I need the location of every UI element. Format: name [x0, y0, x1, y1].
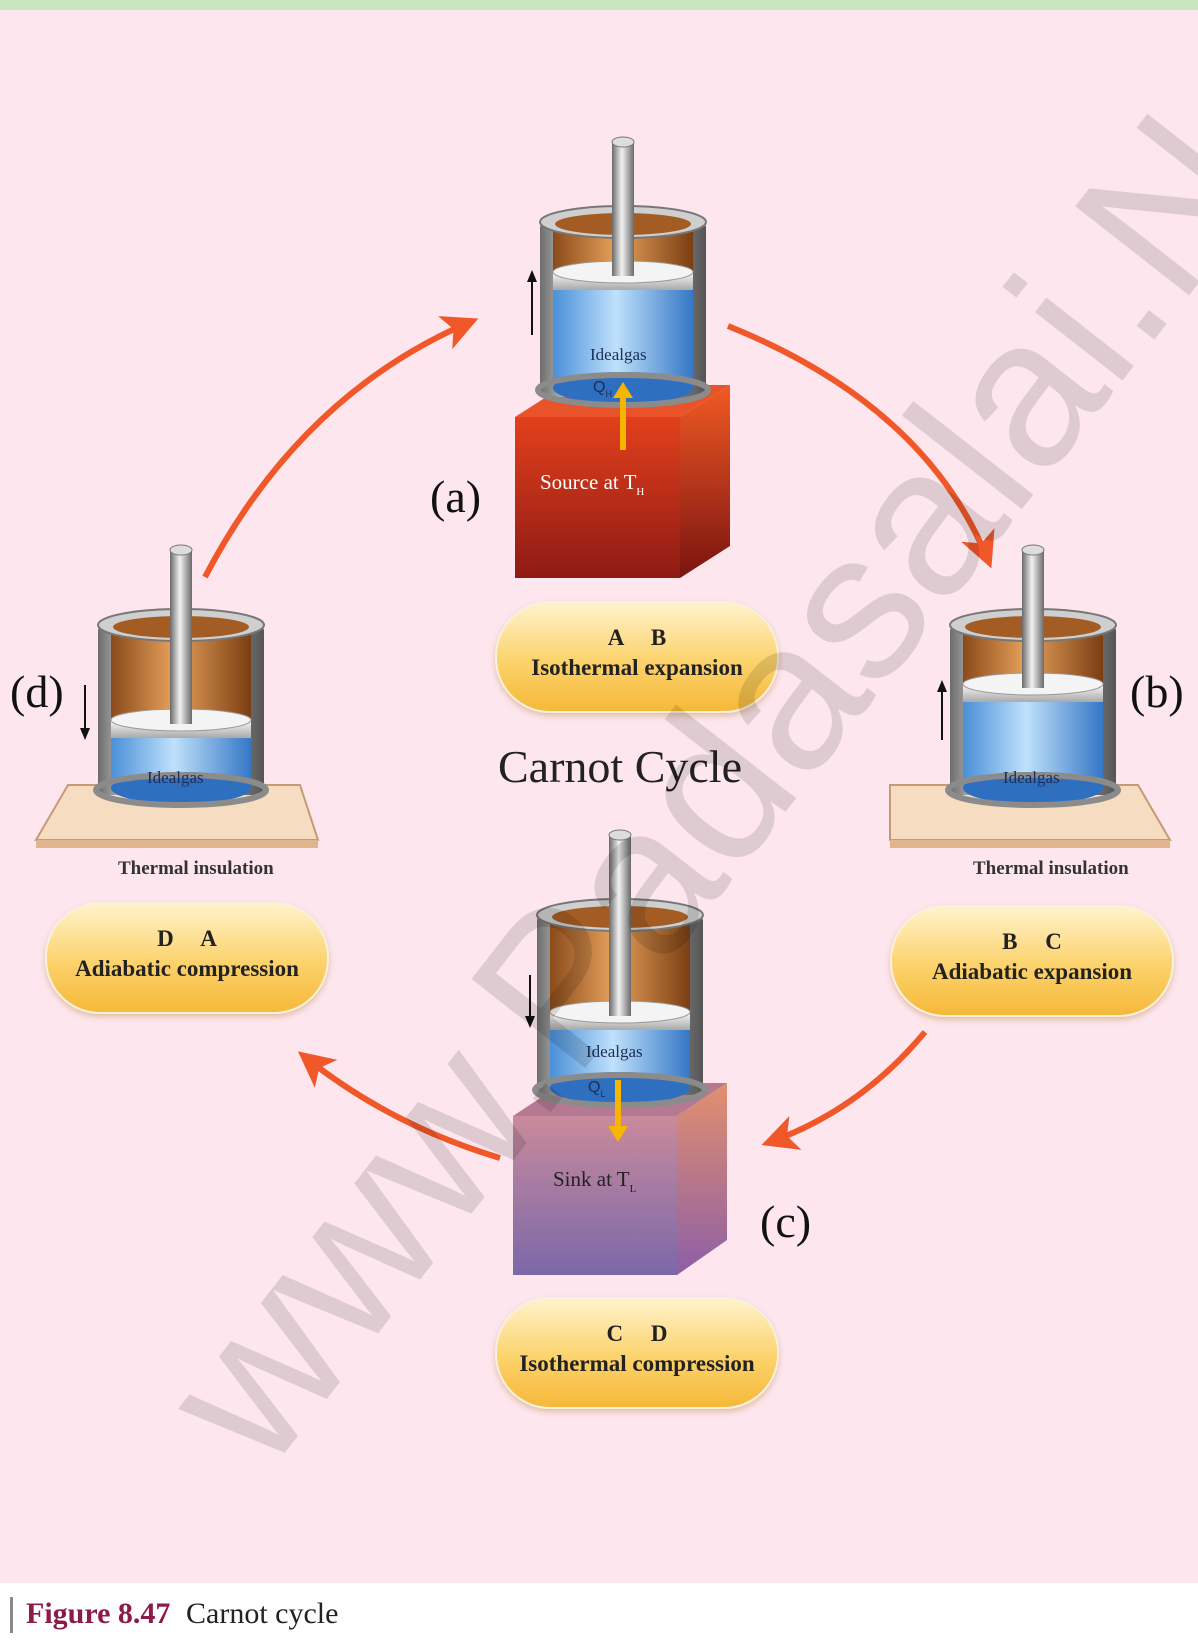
gas-label-b: Idealgas	[1003, 768, 1060, 787]
process-a: Isothermal expansion	[531, 655, 743, 680]
process-pill-c: C D Isothermal compression	[495, 1297, 779, 1409]
diagram-title: Carnot Cycle	[498, 741, 742, 792]
gas-label-c: Idealgas	[586, 1042, 643, 1061]
stage-c-label: (c)	[760, 1196, 812, 1247]
states-c: C D	[606, 1321, 668, 1346]
arrow-c-to-d	[297, 1051, 501, 1161]
reservoir-label-source: Source at TH	[540, 470, 644, 498]
stage-c-apparatus	[513, 829, 727, 1275]
sink-side	[677, 1083, 727, 1275]
insulation-label-d: Thermal insulation	[118, 858, 274, 879]
figure-caption: Figure 8.47 Carnot cycle	[0, 1583, 1198, 1645]
arrow-a-to-b	[726, 323, 995, 569]
stage-b-apparatus	[889, 544, 1172, 848]
process-c: Isothermal compression	[519, 1351, 755, 1376]
source-block	[515, 417, 680, 578]
states-b: B C	[1002, 929, 1062, 954]
process-b: Adiabatic expansion	[931, 959, 1132, 984]
stage-d-label: (d)	[10, 666, 64, 717]
figure-number: Figure 8.47	[26, 1597, 171, 1630]
gas-label-a: Idealgas	[590, 345, 647, 364]
source-side	[680, 385, 730, 578]
top-band	[0, 0, 1198, 10]
reservoir-label-sink: Sink at TL	[553, 1167, 637, 1195]
stage-a-apparatus	[515, 136, 730, 578]
stage-d-apparatus	[34, 544, 320, 848]
states-d: D A	[157, 926, 217, 951]
piston-rod	[612, 142, 634, 276]
stage-a-label: (a)	[430, 471, 482, 522]
heat-label-ql: QL	[588, 1079, 605, 1099]
insulation-label-b: Thermal insulation	[973, 858, 1129, 879]
gas-label-d: Idealgas	[147, 768, 204, 787]
sink-block	[513, 1116, 677, 1275]
process-pill-a: A B Isothermal expansion	[495, 601, 779, 713]
process-pill-b: B C Adiabatic expansion	[890, 905, 1174, 1017]
process-d: Adiabatic compression	[75, 956, 299, 981]
arrow-d-to-a	[202, 316, 479, 579]
stage-b-label: (b)	[1130, 666, 1184, 717]
figure-caption-text: Carnot cycle	[186, 1597, 339, 1630]
process-pill-d: D A Adiabatic compression	[45, 902, 329, 1014]
arrow-b-to-c	[761, 1030, 928, 1150]
states-a: A B	[607, 625, 667, 650]
heat-label-qh: QH	[593, 379, 612, 399]
caption-bar	[10, 1597, 13, 1633]
